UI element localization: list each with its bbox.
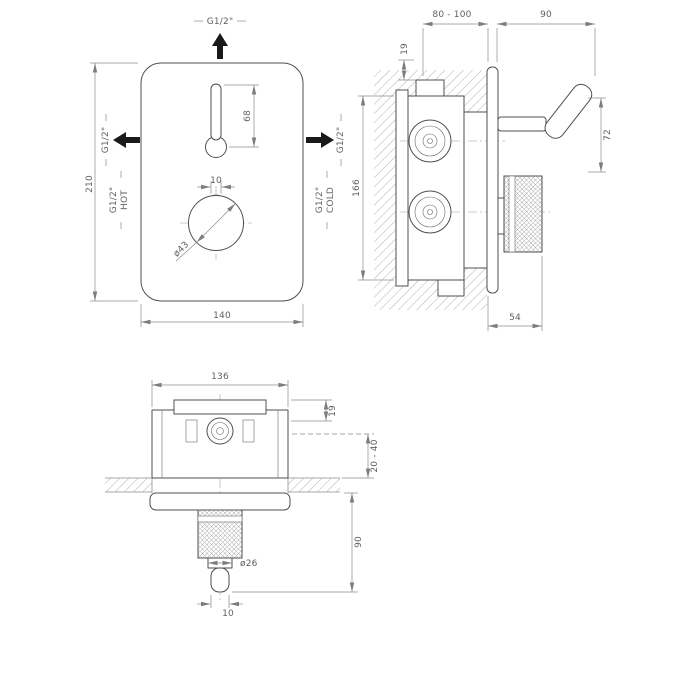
flow-right-arrow-icon <box>306 132 334 148</box>
dim-side-stub: 19 <box>398 43 416 81</box>
connection-right-label: G1/2" <box>336 127 346 154</box>
dim-wall-thickness: 20 - 40 <box>292 433 380 479</box>
dim-plan-width-label: 136 <box>211 372 229 382</box>
body-plan-port-left <box>185 419 198 443</box>
connection-left-label: G1/2" <box>101 127 111 154</box>
dim-stem-diameter: ø26 <box>208 559 258 569</box>
dim-lever-tip-width-label: 10 <box>222 609 234 619</box>
dim-body-height: 166 <box>352 95 394 281</box>
dim-rough-in-label: 80 - 100 <box>432 10 471 20</box>
dim-front-width: 140 <box>140 304 304 327</box>
dim-plan-projection-label: 90 <box>354 536 364 548</box>
connection-cold: G1/2" COLD <box>315 171 336 229</box>
top-pipe-stub <box>415 79 445 97</box>
dim-plan-stub: 19 <box>291 399 338 422</box>
dim-plan-projection: 90 <box>232 492 364 593</box>
temperature-knob-plan <box>197 509 243 569</box>
knob-groove-side <box>508 175 516 253</box>
handle-grip <box>544 83 593 139</box>
dim-front-height-label: 210 <box>85 175 95 193</box>
wall-section-plan <box>105 477 340 493</box>
dim-handle-drop: 72 <box>588 97 613 173</box>
body-flange <box>395 89 409 287</box>
diverter-lever <box>205 83 227 158</box>
connection-top-label: G1/2" <box>207 17 234 27</box>
valve-body-side <box>395 79 552 297</box>
connection-cold-label: COLD <box>326 187 336 213</box>
connection-right: G1/2" <box>306 114 346 166</box>
dim-body-height-label: 166 <box>352 179 362 197</box>
dim-plan-width: 136 <box>151 372 289 407</box>
dim-front-height: 210 <box>85 62 138 302</box>
connection-hot: G1/2" HOT <box>109 171 130 229</box>
dim-knob-projection: 54 <box>487 256 543 331</box>
plan-view: 136 19 20 - 40 90 ø26 <box>105 372 380 619</box>
lever-tip-plan <box>210 567 230 593</box>
dim-lever-tip-width: 10 <box>197 595 243 619</box>
lever-bar <box>210 83 222 141</box>
bottom-pipe-stub <box>437 279 465 297</box>
dim-plan-stub-label: 19 <box>328 405 338 417</box>
connection-hot-size-label: G1/2" <box>109 187 119 214</box>
connection-top: G1/2" <box>194 17 246 59</box>
lever-handle-side <box>497 83 593 139</box>
cartridge-lower <box>408 190 452 234</box>
dim-lever-length: 68 <box>224 84 259 148</box>
connection-hot-label: HOT <box>120 190 130 210</box>
body-front <box>463 111 488 269</box>
dim-front-width-label: 140 <box>213 311 231 321</box>
escutcheon-plate-side <box>486 66 499 294</box>
body-plan-port-right <box>242 419 255 443</box>
front-plate <box>140 62 304 302</box>
top-connection-plan <box>206 417 234 445</box>
temperature-knob-side <box>497 175 543 253</box>
connection-cold-size-label: G1/2" <box>315 187 325 214</box>
knob-groove-plan <box>197 515 243 523</box>
dim-handle-drop-label: 72 <box>603 129 613 141</box>
body-plan-step <box>173 399 267 415</box>
dim-handle-length: 90 <box>496 10 596 76</box>
handle-stem <box>497 116 547 132</box>
valve-body-plan <box>151 399 289 479</box>
dim-rough-in: 80 - 100 <box>422 10 489 76</box>
flow-left-arrow-icon <box>113 132 140 148</box>
escutcheon-plate-plan <box>149 492 291 511</box>
dim-handle-length-label: 90 <box>540 10 552 20</box>
dim-knob-projection-label: 54 <box>509 313 521 323</box>
dim-lever-length-label: 68 <box>243 110 253 122</box>
side-view: 80 - 100 90 19 166 72 <box>352 10 613 331</box>
dim-side-stub-label: 19 <box>400 43 410 55</box>
cartridge-upper <box>408 119 452 163</box>
flow-up-arrow-icon <box>212 33 228 59</box>
dim-stem-diameter-label: ø26 <box>240 559 258 569</box>
connection-left: G1/2" <box>101 114 140 166</box>
front-view: 210 140 68 10 ø43 <box>85 17 346 327</box>
dim-knob-index: 10 <box>197 176 235 194</box>
dim-knob-index-label: 10 <box>210 176 222 186</box>
dim-wall-thickness-label: 20 - 40 <box>370 439 380 472</box>
